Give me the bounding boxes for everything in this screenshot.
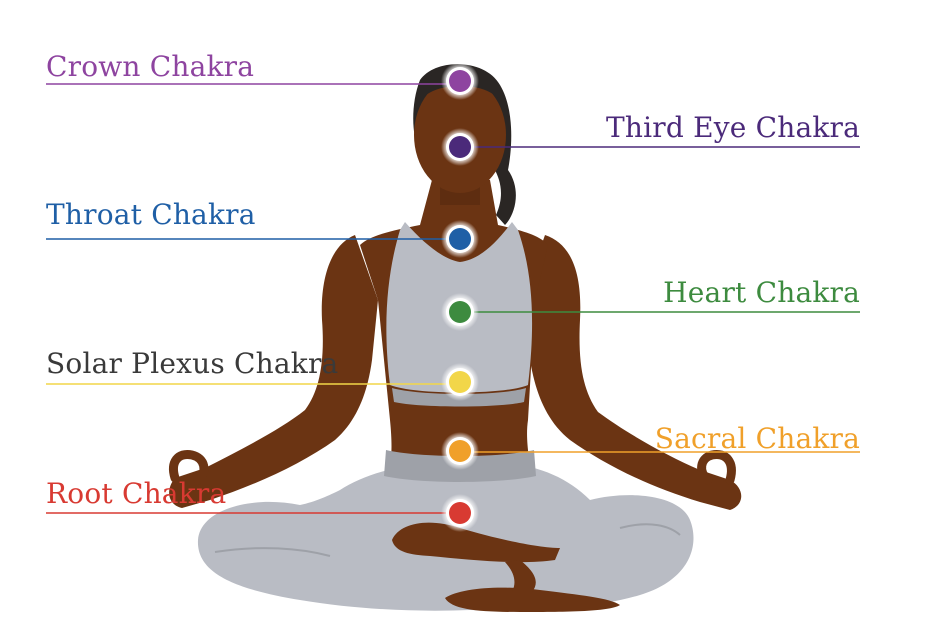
chakra-points (46, 62, 860, 532)
chakra-dot-sacral (449, 440, 471, 462)
chakra-dot-crown (449, 70, 471, 92)
chakra-dot-third-eye (449, 136, 471, 158)
label-sacral-chakra: Sacral Chakra (654, 422, 860, 455)
chakra-dot-root (449, 502, 471, 524)
label-third-eye-chakra: Third Eye Chakra (606, 111, 860, 144)
label-solar-plexus-chakra: Solar Plexus Chakra (46, 347, 339, 380)
crossed-legs (197, 461, 694, 612)
chakra-dot-solar-plexus (449, 371, 471, 393)
label-crown-chakra: Crown Chakra (46, 50, 255, 83)
chakra-dot-heart (449, 301, 471, 323)
arms (169, 235, 742, 510)
label-heart-chakra: Heart Chakra (663, 276, 860, 309)
chakra-dot-throat (449, 228, 471, 250)
label-throat-chakra: Throat Chakra (46, 198, 256, 231)
label-root-chakra: Root Chakra (46, 477, 227, 510)
